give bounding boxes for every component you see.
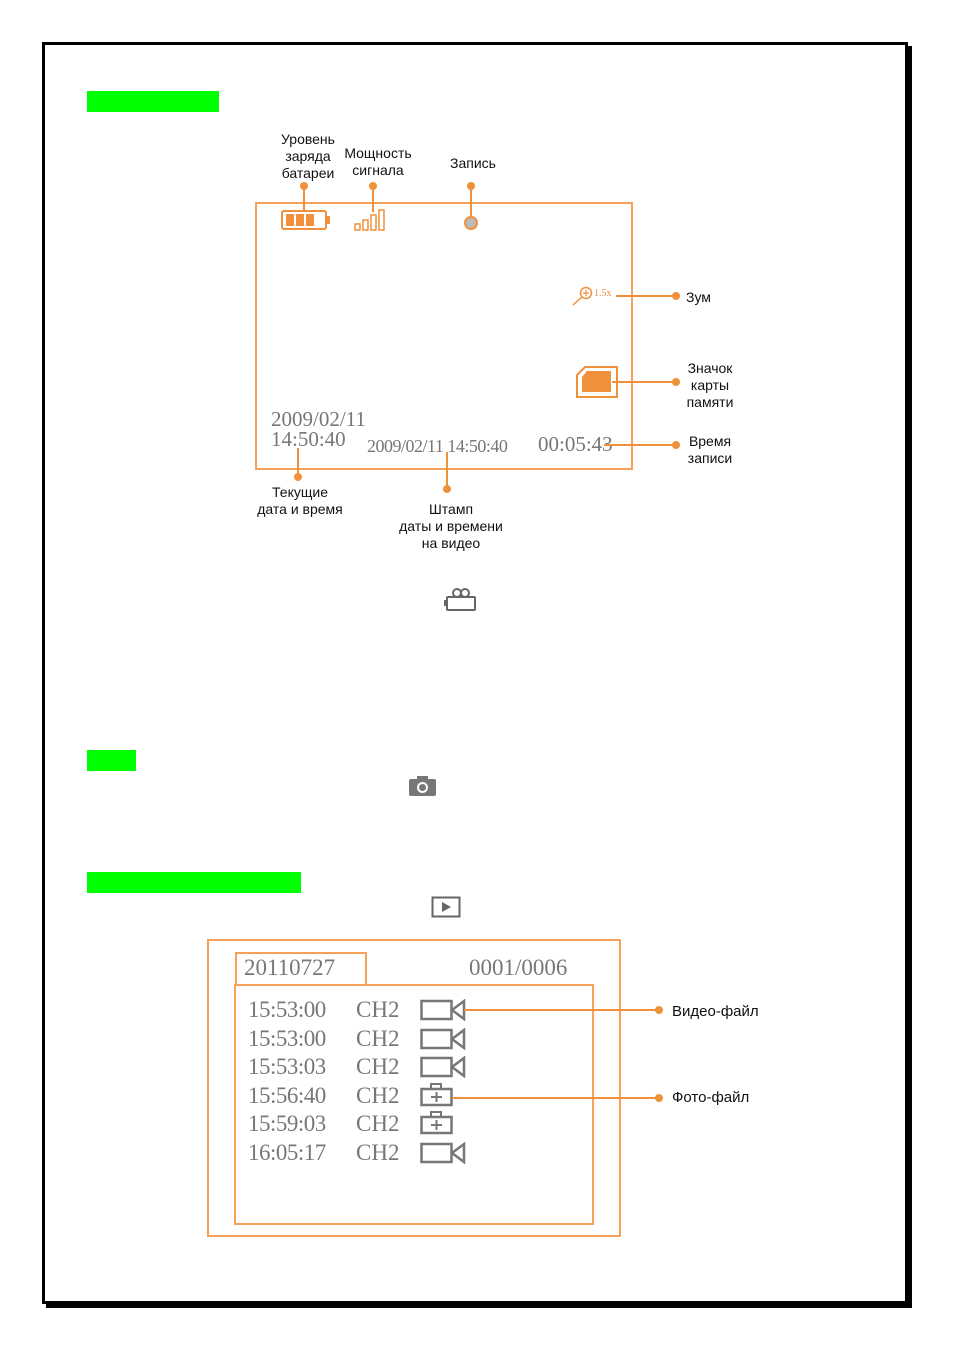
callout-line: [612, 381, 674, 383]
callout-line: [372, 186, 374, 212]
row-time: 15:53:00: [248, 1025, 326, 1051]
camera-icon: [409, 776, 436, 796]
label-recording-time: Время записи: [687, 433, 733, 466]
label-battery: Уровень заряда батареи: [281, 131, 335, 181]
row-channel: CH2: [356, 1025, 400, 1051]
section-2-heading: [87, 750, 136, 771]
playback-date: 20110727: [244, 955, 336, 980]
section-1-heading: [87, 91, 219, 112]
callout-dot: [294, 473, 302, 481]
playback-list-box: [234, 984, 594, 1225]
table-row[interactable]: 15:59:03 CH2: [248, 1111, 478, 1139]
callout-line: [297, 448, 299, 476]
row-channel: CH2: [356, 997, 400, 1022]
photo-file-icon: [420, 1082, 454, 1112]
signal-strength-icon: [354, 209, 385, 231]
video-file-icon: [420, 1027, 466, 1055]
callout-line: [303, 186, 305, 212]
row-time: 15:56:40: [248, 1082, 326, 1108]
row-channel: CH2: [356, 1111, 400, 1137]
video-timestamp: 2009/02/11 14:50:40: [367, 436, 508, 456]
callout-dot: [672, 441, 680, 449]
record-icon: [464, 216, 478, 230]
play-icon: [431, 896, 461, 918]
section-3-heading: [87, 872, 301, 893]
callout-line: [446, 452, 448, 488]
video-file-icon: [420, 1055, 466, 1083]
label-zoom: Зум: [686, 289, 711, 305]
table-row[interactable]: 15:53:00 CH2: [248, 997, 478, 1025]
callout-line: [470, 186, 472, 216]
table-row[interactable]: 15:56:40 CH2: [248, 1082, 478, 1112]
table-row[interactable]: 16:05:17 CH2: [248, 1140, 478, 1168]
video-file-icon: [420, 1141, 466, 1169]
photo-file-icon: [420, 1111, 454, 1140]
callout-dot: [655, 1094, 663, 1102]
current-date: 2009/02/11: [271, 407, 366, 431]
label-photo-file: Фото-файл: [672, 1089, 750, 1106]
current-time: 14:50:40: [271, 427, 346, 451]
callout-dot: [672, 292, 680, 300]
callout-line: [616, 295, 674, 297]
zoom-value: 1.5x: [594, 288, 612, 299]
row-channel: CH2: [356, 1140, 400, 1165]
row-time: 15:53:00: [248, 997, 326, 1022]
label-record: Запись: [450, 155, 496, 171]
screen-outline: [255, 202, 633, 470]
video-camera-icon: [444, 588, 476, 611]
label-video-file: Видео-файл: [672, 1003, 759, 1020]
callout-line: [452, 1097, 658, 1099]
recording-elapsed: 00:05:43: [538, 432, 613, 456]
row-channel: CH2: [356, 1082, 400, 1108]
callout-line: [464, 1009, 658, 1011]
row-channel: CH2: [356, 1054, 400, 1080]
table-row[interactable]: 15:53:03 CH2: [248, 1054, 478, 1082]
callout-line: [604, 444, 674, 446]
label-video-stamp: Штамп даты и времени на видео: [399, 501, 503, 551]
label-memory-card: Значок карты памяти: [686, 360, 734, 410]
callout-dot: [443, 485, 451, 493]
callout-dot: [672, 378, 680, 386]
playback-outline: [207, 939, 621, 1237]
memory-card-icon: [576, 366, 618, 398]
label-current-datetime: Текущие дата и время: [257, 484, 343, 517]
video-file-icon: [420, 998, 466, 1026]
row-time: 15:59:03: [248, 1111, 326, 1137]
page-frame: [42, 42, 908, 1304]
playback-counter: 0001/0006: [469, 955, 568, 980]
table-row[interactable]: 15:53:00 CH2: [248, 1026, 478, 1054]
zoom-icon: [572, 286, 593, 306]
row-time: 15:53:03: [248, 1054, 326, 1080]
battery-icon: [281, 210, 330, 230]
row-time: 16:05:17: [248, 1140, 326, 1165]
label-signal: Мощность сигнала: [344, 145, 412, 178]
callout-dot: [655, 1006, 663, 1014]
